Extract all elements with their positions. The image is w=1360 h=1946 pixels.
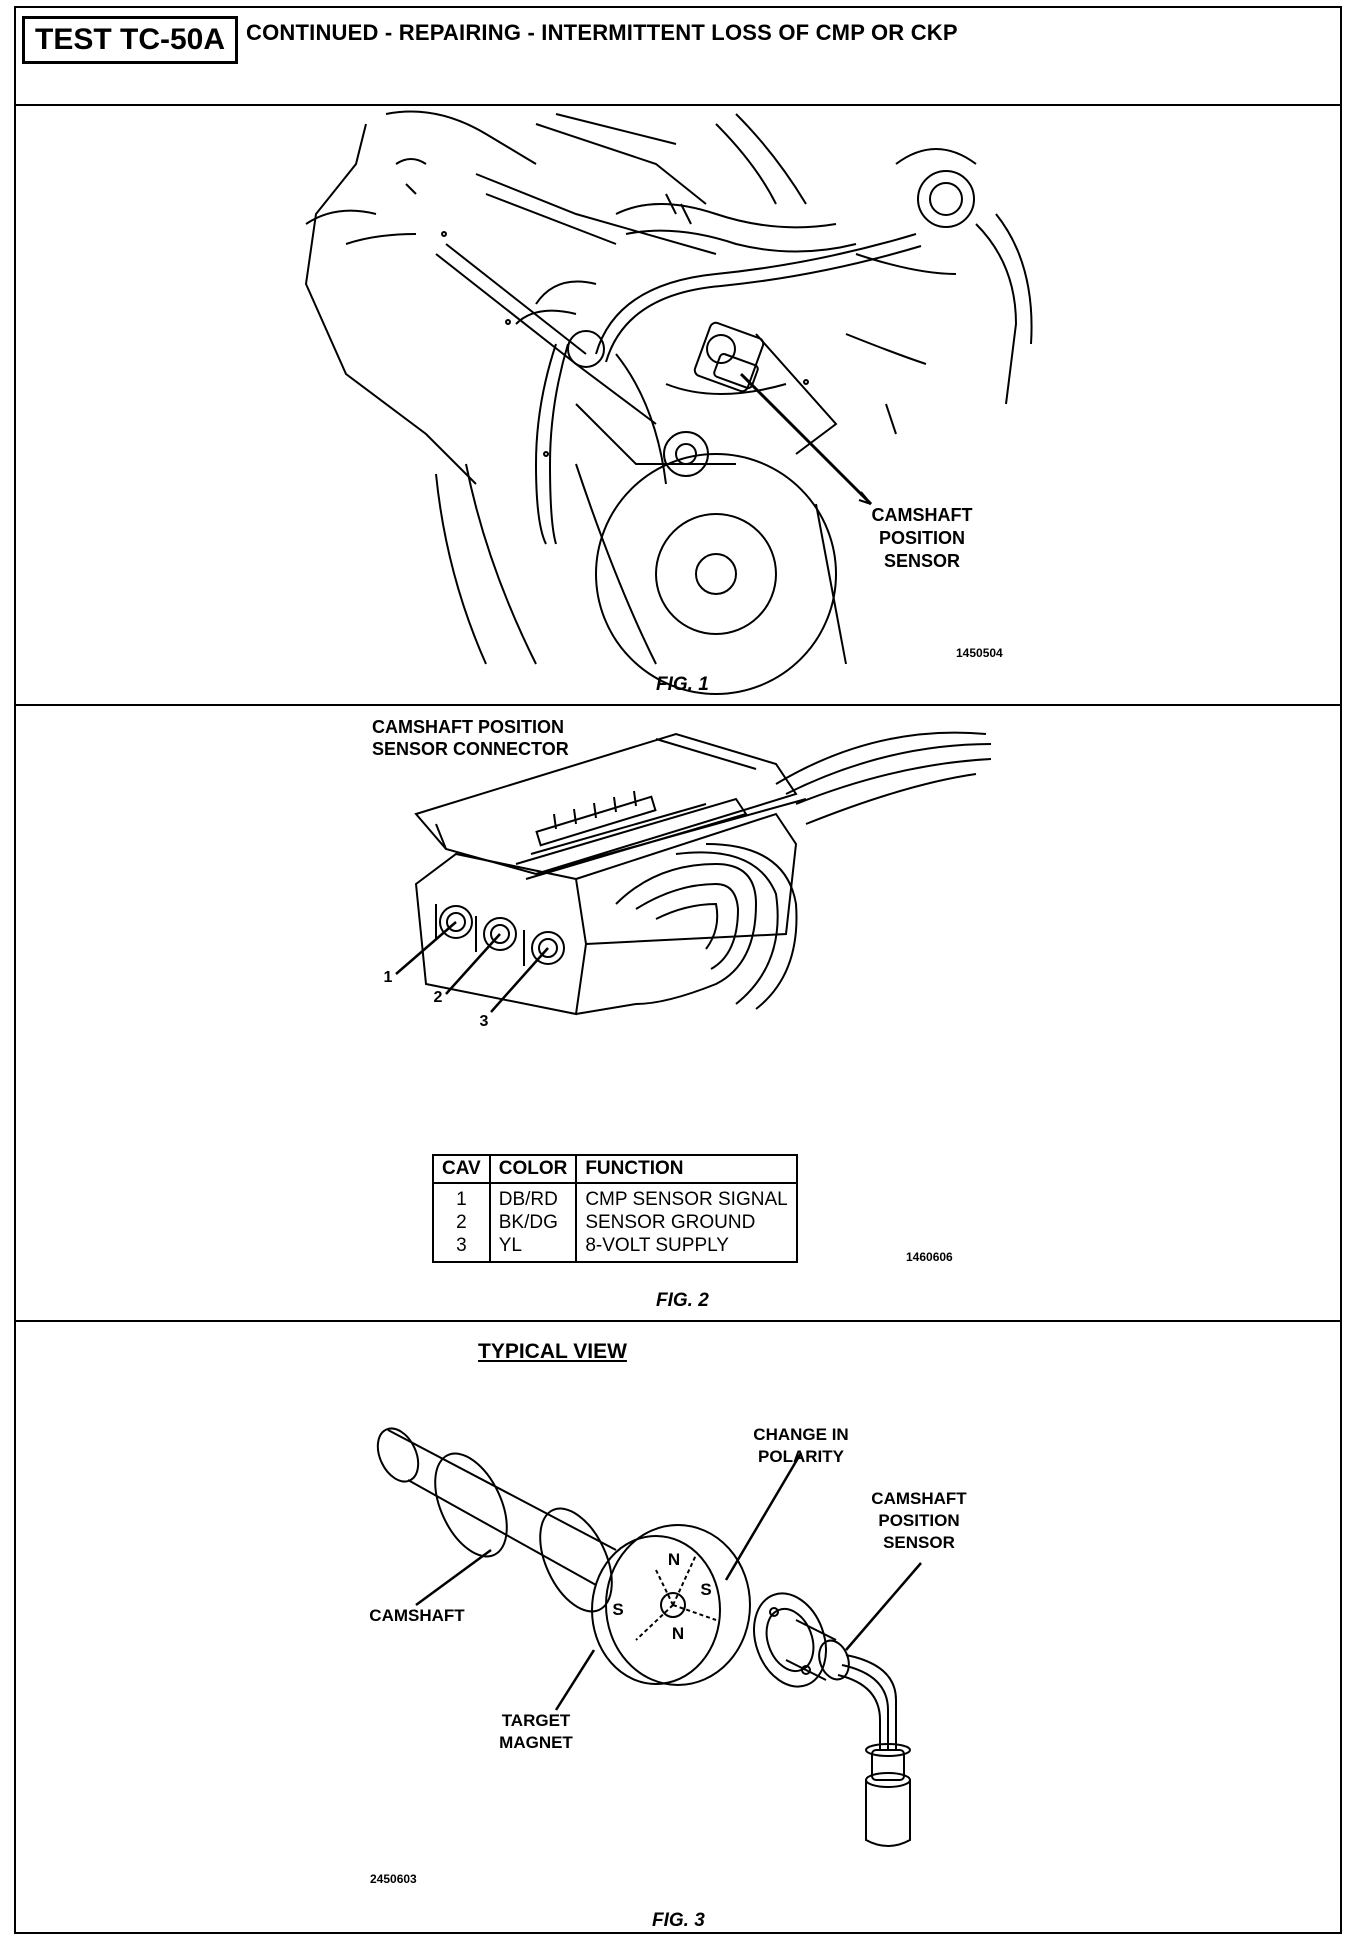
fig1-caption: FIG. 1 — [656, 674, 709, 695]
function-cell: CMP SENSOR SIGNAL — [585, 1189, 788, 1210]
cavity-table-header: CAV COLOR FUNCTION — [433, 1155, 797, 1184]
fig3-section: TYPICAL VIEW — [16, 1320, 1340, 1932]
document-frame: TEST TC-50A CONTINUED - REPAIRING - INTE… — [14, 6, 1342, 1934]
sensor-callout: CAMSHAFT POSITION SENSOR — [871, 1489, 967, 1552]
pole-label-n-bottom: N — [671, 1624, 685, 1643]
camshaft-illustration — [376, 1427, 922, 1847]
pole-label-s-right: S — [700, 1580, 712, 1599]
camshaft-callout: CAMSHAFT — [369, 1606, 465, 1625]
cavity-table: CAV COLOR FUNCTION 1 DB/RD CMP SENSOR SI… — [432, 1154, 798, 1263]
fig2-caption: FIG. 2 — [656, 1290, 709, 1311]
table-row: 3 YL 8-VOLT SUPPLY — [433, 1234, 797, 1262]
function-cell: SENSOR GROUND — [585, 1212, 756, 1233]
fig2-section: CAMSHAFT POSITION SENSOR CONNECTOR — [16, 704, 1340, 1322]
connector-illustration — [395, 731, 992, 1016]
fig2-image-code: 1460606 — [906, 1250, 953, 1264]
col-header-cav: CAV — [433, 1155, 491, 1184]
fig1-sensor-callout: CAMSHAFT POSITION SENSOR — [871, 505, 973, 571]
color-cell: DB/RD — [489, 1183, 578, 1211]
fig1-image-code: 1450504 — [956, 646, 1003, 660]
color-cell: BK/DG — [489, 1211, 578, 1234]
fig1-section: CAMSHAFT POSITION SENSOR 1450504 FIG. 1 — [16, 104, 1340, 706]
col-header-color: COLOR — [489, 1155, 578, 1184]
pin-label-3: 3 — [479, 1013, 489, 1030]
col-header-function: FUNCTION — [576, 1155, 797, 1184]
fig3-caption: FIG. 3 — [652, 1910, 705, 1931]
cav-cell: 3 — [433, 1234, 491, 1262]
color-cell: YL — [489, 1234, 578, 1262]
pin-label-1: 1 — [383, 969, 393, 986]
pin-label-2: 2 — [433, 989, 443, 1006]
target-magnet-callout: TARGET MAGNET — [499, 1711, 573, 1752]
table-row: 1 DB/RD CMP SENSOR SIGNAL — [433, 1183, 797, 1211]
cav-cell: 2 — [433, 1211, 491, 1234]
typical-view-title: TYPICAL VIEW — [478, 1340, 627, 1363]
function-cell: 8-VOLT SUPPLY — [585, 1235, 729, 1256]
page-title: CONTINUED - REPAIRING - INTERMITTENT LOS… — [246, 20, 958, 45]
table-row: 2 BK/DG SENSOR GROUND — [433, 1211, 797, 1234]
cav-cell: 1 — [433, 1183, 491, 1211]
pole-label-s-left: S — [612, 1600, 624, 1619]
fig3-image-code: 2450603 — [370, 1872, 417, 1886]
pole-label-n-top: N — [667, 1550, 681, 1569]
polarity-callout: CHANGE IN POLARITY — [753, 1425, 849, 1466]
connector-label: CAMSHAFT POSITION SENSOR CONNECTOR — [372, 717, 569, 759]
header-row: TEST TC-50A CONTINUED - REPAIRING - INTE… — [16, 8, 1340, 106]
engine-illustration — [304, 110, 1033, 695]
test-id-box: TEST TC-50A — [22, 16, 239, 64]
